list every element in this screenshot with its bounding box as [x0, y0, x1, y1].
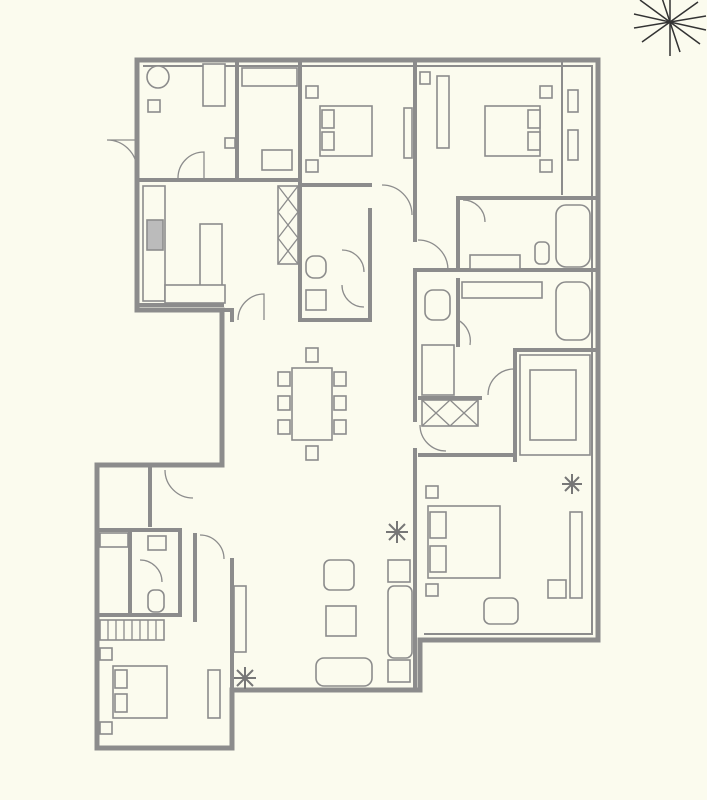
coffee-table [325, 605, 357, 637]
bed-icon [484, 85, 553, 173]
side-table [387, 659, 411, 683]
storage-cabinet [277, 185, 299, 265]
balcony-planter [567, 89, 579, 113]
toilet-icon [534, 241, 550, 265]
shower [421, 344, 455, 396]
tv-cabinet [233, 585, 247, 653]
wardrobe-icon [241, 67, 298, 87]
toilet-icon [261, 149, 293, 171]
sink-icon [224, 137, 236, 149]
storage-cabinet [421, 399, 479, 427]
sofa-icon [315, 657, 373, 687]
wardrobe-icon [519, 354, 591, 456]
toilet-icon [147, 589, 165, 613]
interior-walls [95, 58, 600, 692]
sink-icon [202, 63, 226, 107]
sink-icon [461, 281, 543, 299]
bed-icon [99, 647, 168, 735]
compass-star-icon [633, 0, 707, 56]
bathtub-icon [555, 204, 591, 268]
armchair-icon [323, 559, 355, 591]
balcony-planter [567, 129, 579, 161]
washing-machine-icon [146, 65, 170, 89]
armchair-icon [547, 579, 567, 599]
tv-cabinet [569, 511, 583, 599]
dining-table-icon [277, 347, 347, 461]
side-table [387, 559, 411, 583]
armchair-icon [483, 597, 519, 625]
bathtub-icon [555, 281, 591, 341]
tv-cabinet [403, 107, 413, 159]
sofa-icon [387, 585, 413, 659]
plant-icon [419, 71, 431, 85]
sink-icon [147, 535, 167, 551]
plant-icon [234, 521, 408, 689]
sink-icon [147, 99, 161, 113]
plant-icon [562, 474, 582, 494]
toilet-icon [424, 289, 451, 321]
sink-icon [305, 289, 327, 311]
tv-cabinet [207, 669, 221, 719]
door-swing-icon [106, 139, 515, 583]
stove-icon [146, 219, 164, 251]
kitchen-island [199, 223, 223, 305]
bed-icon [305, 85, 373, 173]
bed-icon [425, 485, 501, 597]
kitchen-counter [164, 284, 226, 304]
wardrobe-icon [99, 619, 165, 641]
toilet-icon [305, 255, 327, 279]
sink-icon [469, 254, 521, 270]
bathtub-icon [99, 532, 129, 548]
desk [436, 75, 450, 149]
